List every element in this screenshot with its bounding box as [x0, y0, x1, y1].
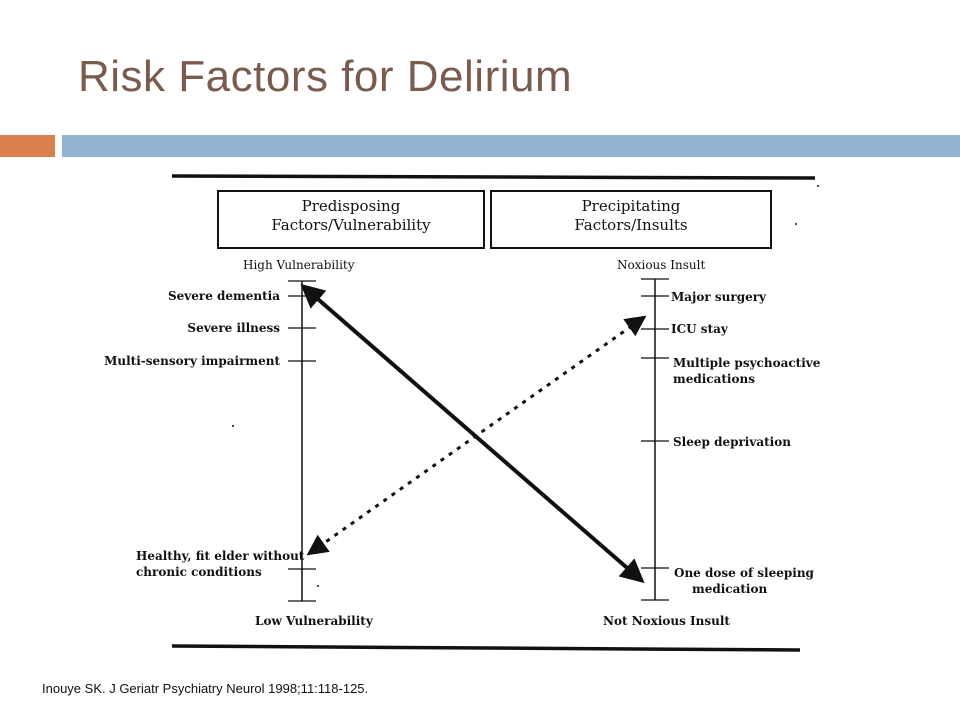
- right-item-one-dose: One dose of sleeping: [674, 566, 814, 580]
- citation: Inouye SK. J Geriatr Psychiatry Neurol 1…: [42, 681, 369, 696]
- right-item-medications: medications: [673, 372, 755, 386]
- header-band: [62, 135, 960, 157]
- left-item-severe-illness: Severe illness: [187, 321, 280, 335]
- bottom-rule: [171, 644, 801, 652]
- right-item-sleeping-medication: medication: [692, 582, 768, 596]
- noxious-insult-label: Noxious Insult: [617, 258, 706, 272]
- slide-title: Risk Factors for Delirium: [78, 52, 573, 101]
- solid-arrow: [300, 283, 645, 584]
- right-item-psychoactive: Multiple psychoactive: [673, 356, 821, 370]
- not-noxious-insult-label: Not Noxious Insult: [603, 614, 730, 628]
- left-item-healthy-elder: Healthy, fit elder without: [136, 549, 305, 563]
- precipitating-header-box: Precipitating Factors/Insults: [490, 190, 772, 249]
- left-item-chronic-conditions: chronic conditions: [136, 565, 262, 579]
- right-item-major-surgery: Major surgery: [671, 290, 767, 304]
- dotted-arrow: [306, 315, 647, 556]
- top-rule: [171, 174, 816, 180]
- predisposing-header-box: Predisposing Factors/Vulnerability: [217, 190, 485, 249]
- high-vulnerability-label: High Vulnerability: [243, 258, 355, 272]
- right-item-icu-stay: ICU stay: [671, 322, 728, 336]
- precipitating-line1: Precipitating: [581, 197, 681, 215]
- predisposing-line1: Predisposing: [301, 197, 401, 215]
- left-item-multi-sensory: Multi-sensory impairment: [104, 354, 280, 368]
- precipitating-line2: Factors/Insults: [574, 216, 688, 234]
- low-vulnerability-label: Low Vulnerability: [255, 614, 373, 628]
- predisposing-line2: Factors/Vulnerability: [271, 216, 431, 234]
- accent-bar: [0, 135, 55, 157]
- right-item-sleep-deprivation: Sleep deprivation: [673, 435, 791, 449]
- left-item-severe-dementia: Severe dementia: [167, 289, 280, 303]
